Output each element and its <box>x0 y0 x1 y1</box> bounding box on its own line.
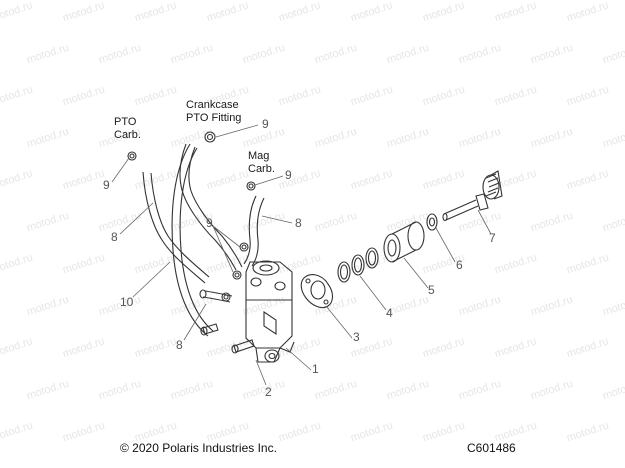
hose-8-pto <box>142 171 210 284</box>
callout-2: 2 <box>265 385 272 399</box>
callout-10: 10 <box>120 295 134 309</box>
oil-pump-body <box>245 260 295 363</box>
o-rings-4 <box>337 247 379 283</box>
mag-carb-label: Mag Carb. <box>248 150 275 175</box>
drive-gear-7 <box>442 170 503 222</box>
callout-9-mag: 9 <box>285 168 292 182</box>
callout-3: 3 <box>353 330 360 344</box>
callout-8-lower: 8 <box>176 338 183 352</box>
sleeve-5 <box>383 221 425 263</box>
copyright-text: © 2020 Polaris Industries Inc. <box>120 441 277 455</box>
callout-9-pto: 9 <box>103 178 110 192</box>
hose-10 <box>171 143 214 337</box>
callout-7: 7 <box>489 231 496 245</box>
callout-6: 6 <box>456 258 463 272</box>
crankcase-pto-fitting-label: Crankcase PTO Fitting <box>186 99 242 124</box>
callout-4: 4 <box>386 306 393 320</box>
hose-8-crankcase <box>179 143 243 271</box>
callout-9-center: 9 <box>206 216 213 230</box>
callout-8-mag: 8 <box>295 216 302 230</box>
callout-9-crankcase: 9 <box>262 117 269 131</box>
callout-1: 1 <box>312 362 319 376</box>
washer-6 <box>426 213 438 231</box>
gasket-3 <box>300 274 334 309</box>
hose-8-mag <box>243 195 265 267</box>
bolts-2 <box>200 323 255 354</box>
callout-5: 5 <box>428 283 435 297</box>
pto-carb-label: PTO Carb. <box>114 116 141 141</box>
diagram-code: C601486 <box>467 441 516 455</box>
callout-8-left: 8 <box>111 230 118 244</box>
